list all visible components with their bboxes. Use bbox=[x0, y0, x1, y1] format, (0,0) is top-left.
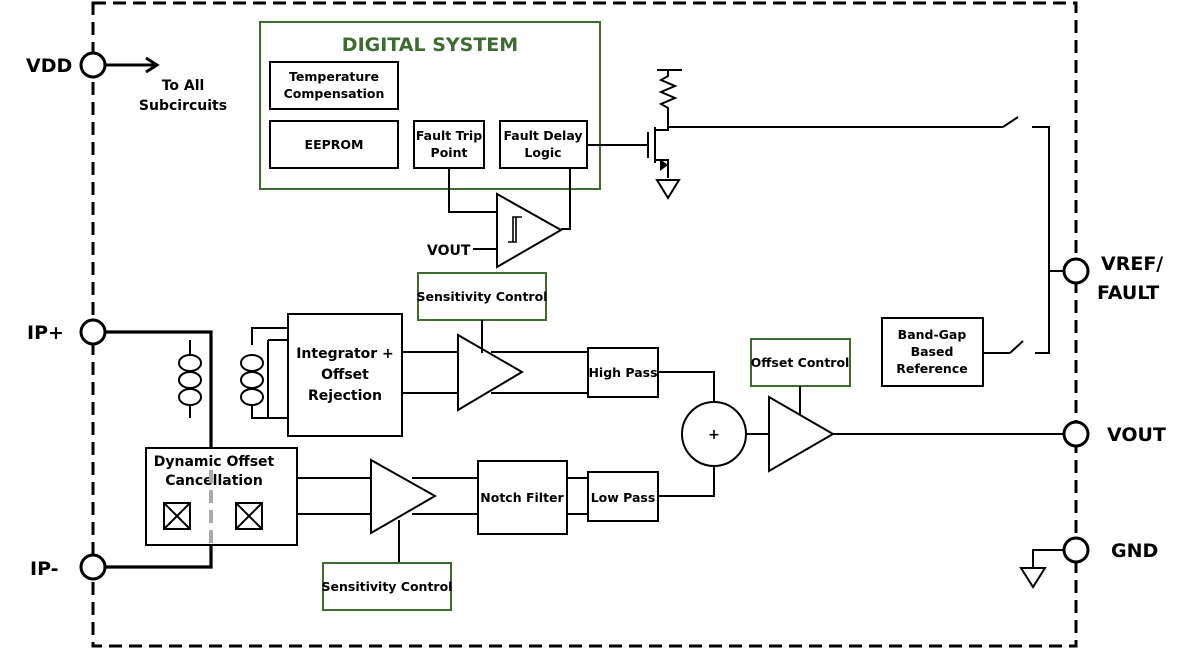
svg-text:Temperature: Temperature bbox=[289, 69, 379, 84]
vdd-note-line1: To All bbox=[162, 78, 205, 94]
svg-text:Notch Filter: Notch Filter bbox=[480, 490, 564, 505]
vdd-pin: VDD bbox=[26, 51, 160, 79]
fault-trip-point-block bbox=[413, 120, 485, 169]
svg-text:Logic: Logic bbox=[524, 145, 561, 160]
svg-text:Fault Delay: Fault Delay bbox=[503, 128, 582, 143]
gnd-pin: GND bbox=[1019, 536, 1158, 589]
svg-text:Reference: Reference bbox=[896, 361, 967, 376]
svg-text:Band-Gap: Band-Gap bbox=[898, 327, 967, 342]
offset-control-block: Offset Control bbox=[750, 338, 851, 387]
vdd-pin-label: VDD bbox=[26, 55, 72, 77]
sense-coil bbox=[240, 327, 288, 419]
svg-text:Sensitivity Control: Sensitivity Control bbox=[417, 289, 548, 304]
svg-text:Based: Based bbox=[911, 344, 954, 359]
svg-text:Point: Point bbox=[431, 145, 468, 160]
sensitivity-control-bottom-block: Sensitivity Control bbox=[322, 562, 453, 611]
top-amplifier bbox=[457, 333, 524, 412]
svg-text:Fault Trip: Fault Trip bbox=[416, 128, 482, 143]
svg-text:Compensation: Compensation bbox=[284, 86, 385, 101]
low-pass-block: Low Pass bbox=[587, 471, 659, 522]
comparator-vout-label: VOUT bbox=[427, 243, 471, 259]
pull-up-resistor bbox=[658, 70, 678, 118]
svg-text:Offset Control: Offset Control bbox=[751, 355, 850, 370]
svg-text:VREF/: VREF/ bbox=[1101, 253, 1163, 275]
svg-text:Dynamic Offset: Dynamic Offset bbox=[154, 454, 275, 470]
ip-plus-pin: IP+ bbox=[27, 318, 107, 346]
svg-text:High Pass: High Pass bbox=[588, 365, 657, 380]
integrator-offset-rejection-block: Integrator + Offset Rejection bbox=[287, 313, 403, 437]
svg-text:EEPROM: EEPROM bbox=[305, 137, 364, 152]
svg-text:IP-: IP- bbox=[30, 558, 59, 580]
digital-system-block: DIGITAL SYSTEM Temperature Compensation … bbox=[259, 21, 601, 190]
vdd-note-line2: Subcircuits bbox=[139, 98, 227, 114]
svg-text:+: + bbox=[708, 427, 720, 443]
output-amplifier bbox=[768, 395, 835, 473]
vref-fault-pin: VREF/ FAULT bbox=[1049, 253, 1163, 304]
temperature-compensation-block bbox=[269, 61, 399, 110]
digital-system-title: DIGITAL SYSTEM bbox=[342, 34, 518, 56]
summing-junction: + bbox=[681, 401, 747, 467]
svg-text:Low Pass: Low Pass bbox=[591, 490, 656, 505]
svg-text:Rejection: Rejection bbox=[308, 388, 382, 404]
notch-filter-block: Notch Filter bbox=[477, 460, 568, 535]
bottom-amplifier bbox=[370, 458, 438, 535]
svg-text:FAULT: FAULT bbox=[1097, 282, 1159, 304]
svg-text:Integrator +: Integrator + bbox=[296, 346, 394, 362]
sensitivity-control-top-block: Sensitivity Control bbox=[417, 272, 548, 321]
svg-text:IP+: IP+ bbox=[27, 322, 64, 344]
ip-minus-pin: IP- bbox=[30, 553, 107, 581]
primary-coil bbox=[178, 340, 202, 418]
svg-text:Offset: Offset bbox=[321, 367, 369, 383]
high-pass-block: High Pass bbox=[587, 347, 659, 398]
svg-text:Sensitivity Control: Sensitivity Control bbox=[322, 579, 453, 594]
fault-output-transistor bbox=[587, 69, 1050, 271]
svg-text:VOUT: VOUT bbox=[1107, 424, 1166, 446]
dynamic-offset-cancellation-block: Dynamic Offset Cancellation bbox=[145, 447, 298, 546]
vout-pin: VOUT bbox=[1062, 420, 1166, 448]
fault-comparator bbox=[448, 168, 571, 269]
svg-text:GND: GND bbox=[1111, 540, 1158, 562]
svg-text:Cancellation: Cancellation bbox=[165, 473, 263, 489]
eeprom-block bbox=[269, 120, 399, 169]
bandgap-reference-block: Band-Gap Based Reference bbox=[881, 271, 1050, 387]
